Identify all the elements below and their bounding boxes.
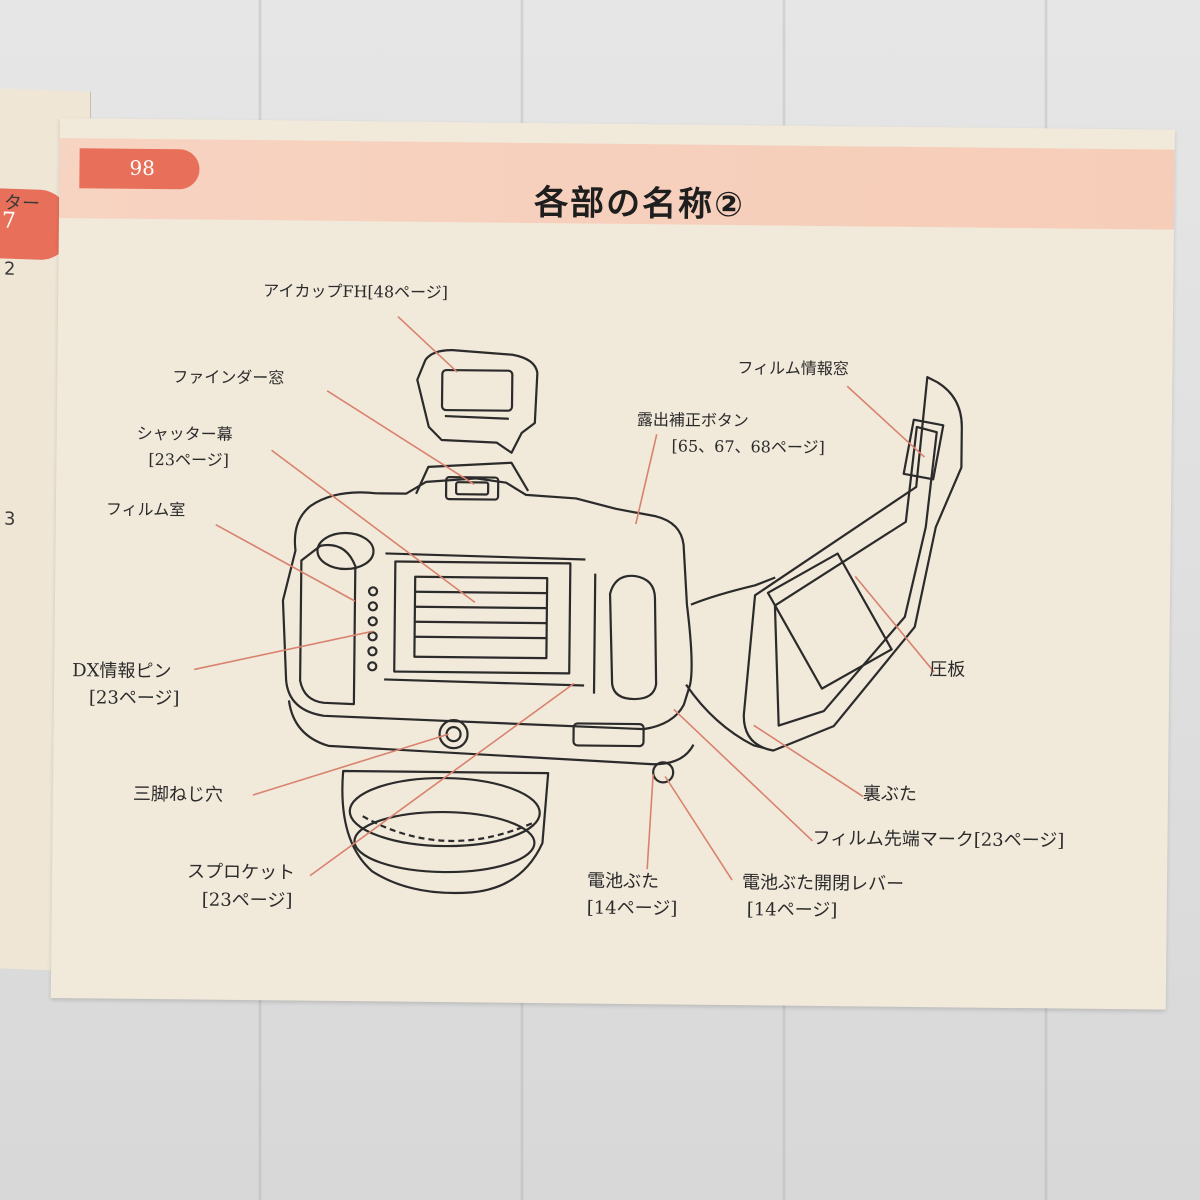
label-dx-pins-ref: [23ページ] [88,687,180,710]
label-sprocket-ref: [23ページ] [201,889,293,912]
left-page-fragment: 2 [4,258,16,280]
label-film-leader-mark: フィルム先端マーク[23ページ] [812,827,1065,852]
label-shutter-curtain: シャッター幕 [136,423,233,444]
label-exposure-comp-ref: [65、67、68ページ] [671,436,825,458]
label-exposure-comp: 露出補正ボタン [636,410,749,431]
label-eyecup: アイカップFH[48ページ] [263,281,449,303]
label-pressure-plate: 圧板 [929,659,966,681]
manual-page: 98 各部の名称② [50,118,1175,1010]
camera-back-open-illustration [281,349,963,895]
label-battery-lever-ref: [14ページ] [746,899,838,922]
eyecup-illustration [416,349,539,454]
label-battery-cover: 電池ぶた [586,870,660,893]
label-battery-lever: 電池ぶた開閉レバー [741,872,905,895]
left-page-fragment: 3 [4,508,16,530]
label-dx-pins: DX情報ピン [72,660,172,683]
label-sprocket: スプロケット [187,861,296,884]
label-film-chamber: フィルム室 [105,499,186,520]
label-finder-window: ファインダー窓 [172,367,285,388]
label-film-info-window: フィルム情報窓 [737,358,849,379]
leader-lines [194,315,935,881]
left-page-fragment: ター [4,192,40,215]
label-battery-cover-ref: [14ページ] [586,897,678,920]
label-shutter-curtain-ref: [23ページ] [148,449,230,470]
label-tripod-socket: 三脚ねじ穴 [132,783,224,806]
label-back-cover: 裏ぶた [862,783,918,806]
